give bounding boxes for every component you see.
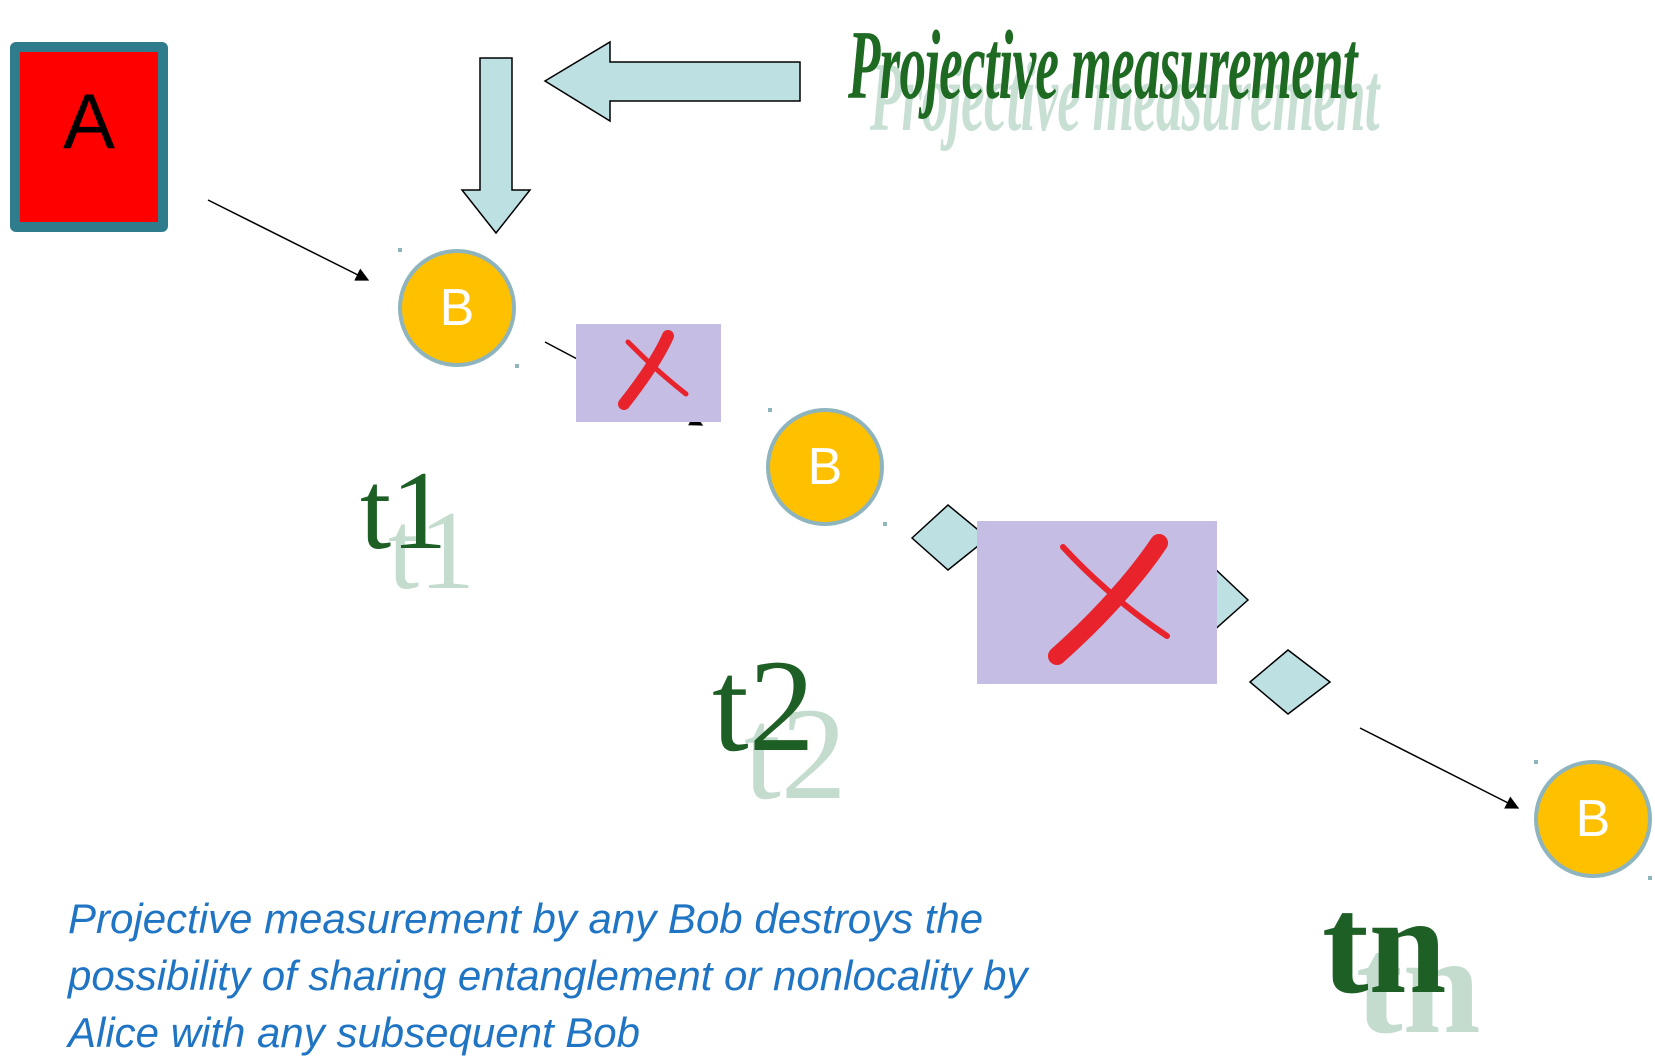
alice-to-bob1-arrow (207, 199, 370, 281)
cross-mark-icon (1048, 534, 1170, 665)
block-arrow-down-icon (460, 57, 532, 235)
bob-label: B (807, 438, 843, 496)
diamond-3-icon (1248, 649, 1332, 715)
bob-node-3: B (1534, 760, 1652, 878)
title-text: Projective measurement (848, 9, 1357, 120)
alice-box: A (10, 42, 168, 232)
time-label-tn: tn tn (1322, 868, 1522, 1056)
decorative-dots (398, 248, 1652, 880)
time-label-text: t1 (360, 449, 448, 573)
to-last-bob-arrow (1359, 727, 1520, 809)
cross-panel-2 (977, 521, 1217, 684)
title-shadow: Projective measurement (870, 41, 1379, 152)
cross-mark-icon (618, 330, 689, 410)
caption: Projective measurement by any Bob destro… (68, 895, 1028, 1056)
block-arrow-left-icon (543, 40, 801, 123)
time-label-text: t2 (712, 632, 815, 779)
time-label-text: tn (1322, 868, 1447, 1023)
bob-label: B (1575, 790, 1611, 848)
bob-node-1: B (398, 249, 516, 367)
bob-label: B (439, 279, 475, 337)
cross-panel-1 (576, 324, 721, 422)
time-label-t2: t2 t2 (712, 640, 872, 820)
time-label-shadow: t1 (388, 489, 476, 613)
bob-node-2: B (766, 408, 884, 526)
time-label-shadow: t2 (744, 680, 847, 827)
time-label-t1: t1 t1 (360, 455, 480, 615)
alice-label: A (62, 77, 116, 165)
time-label-shadow: tn (1356, 908, 1481, 1063)
title: Projective measurement Projective measur… (848, 8, 1418, 151)
